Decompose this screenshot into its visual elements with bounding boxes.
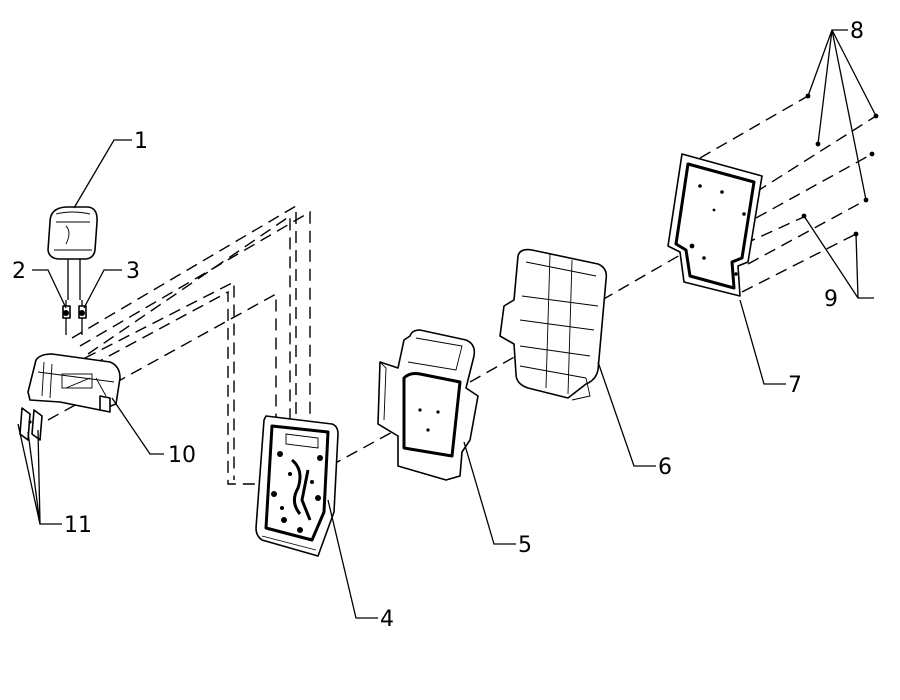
callout-4: 4: [380, 607, 394, 632]
headrest: [47, 206, 98, 335]
upper-backrest-trim: [27, 353, 121, 413]
callout-labels: 1 2 3 4 5 6 7 8 9 10 11: [12, 19, 864, 632]
fasteners: [801, 93, 879, 237]
backrest-foam-pad: [377, 329, 479, 481]
callout-5: 5: [518, 533, 532, 558]
callout-7: 7: [788, 373, 802, 398]
callout-10: 10: [168, 443, 196, 468]
side-straps: [19, 407, 43, 441]
callout-8: 8: [850, 19, 864, 44]
guide-sleeve-left: [62, 305, 71, 319]
leader-lines: [17, 29, 877, 619]
backrest-frame: [255, 415, 339, 557]
callout-9: 9: [824, 287, 838, 312]
callout-2: 2: [12, 259, 26, 284]
callout-11: 11: [64, 513, 92, 538]
callout-3: 3: [126, 259, 140, 284]
rear-backing-panel: [667, 153, 763, 297]
callout-1: 1: [134, 129, 148, 154]
backrest-cover: [499, 248, 608, 401]
guide-sleeve-right: [78, 305, 87, 319]
callout-6: 6: [658, 455, 672, 480]
